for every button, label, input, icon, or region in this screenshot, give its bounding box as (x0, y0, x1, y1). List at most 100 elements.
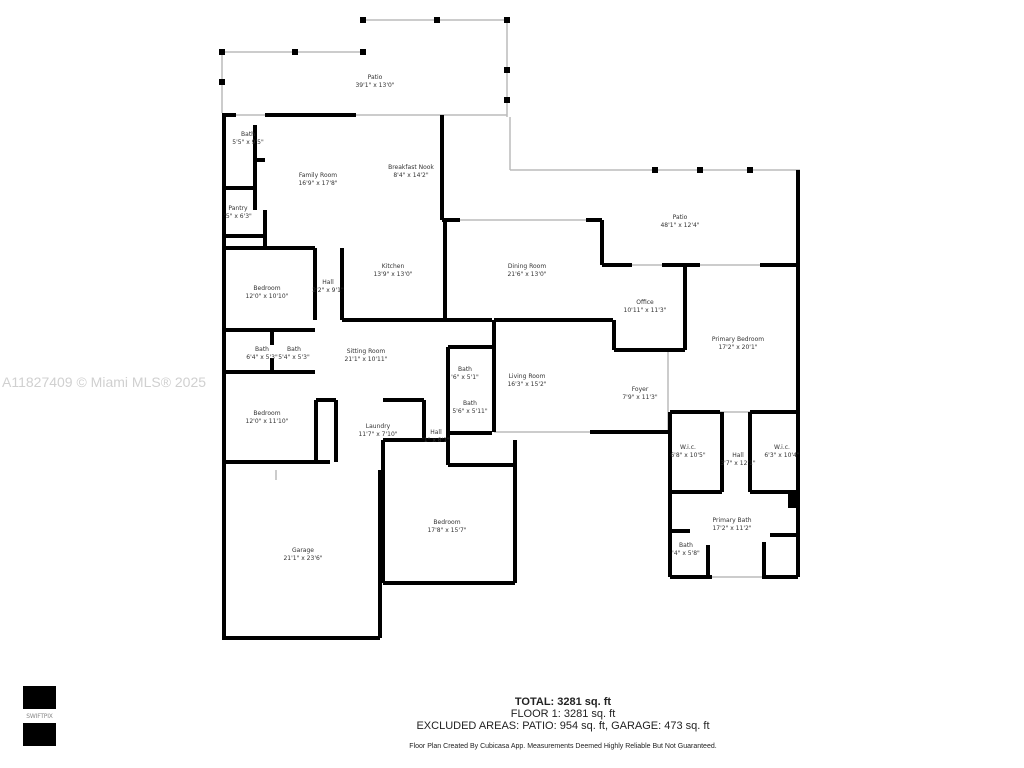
room-name: Patio (672, 214, 688, 221)
room-label: Hall'1" x 8'1" (422, 429, 450, 445)
room-dimensions: 12'0" x 11'10" (245, 418, 289, 425)
column (504, 67, 510, 73)
room-name: Bath (241, 131, 255, 138)
room-dimensions: 6'3" x 10'4" (764, 452, 800, 459)
room-dimensions: 11'7" x 7'10" (358, 431, 398, 438)
room-name: Sitting Room (346, 348, 386, 355)
shower-fixture (788, 494, 798, 508)
room-dimensions: 6'4" x 5'3" (246, 354, 278, 361)
room-label: Pantry'5" x 6'3" (224, 205, 252, 221)
room-dimensions: 8'4" x 14'2" (393, 172, 429, 179)
room-dimensions: 21'6" x 13'0" (507, 271, 547, 278)
column (434, 17, 440, 23)
column (292, 49, 298, 55)
column (652, 167, 658, 173)
room-name: W.i.c. (680, 444, 696, 451)
total-area: TOTAL: 3281 sq. ft (514, 696, 612, 708)
excluded-areas: EXCLUDED AREAS: PATIO: 954 sq. ft, GARAG… (416, 720, 710, 732)
room-name: Office (636, 299, 654, 306)
column (219, 49, 225, 55)
room-dimensions: 12'0" x 10'10" (245, 293, 289, 300)
room-name: Foyer (631, 386, 649, 393)
room-dimensions: 16'9" x 17'8" (298, 180, 338, 187)
logo-text: SWIFTPIX (26, 713, 53, 720)
room-name: Laundry (365, 423, 391, 430)
room-name: Primary Bedroom (711, 336, 765, 343)
room-dimensions: 5'4" x 5'3" (278, 354, 310, 361)
room-name: Breakfast Nook (388, 164, 434, 171)
room-name: W.i.c. (774, 444, 790, 451)
room-name: Kitchen (381, 263, 405, 270)
column (504, 97, 510, 103)
room-name: Garage (292, 547, 314, 554)
swiftpix-logo: SWIFTPIX (23, 686, 56, 746)
column (697, 167, 703, 173)
room-name: Bedroom (253, 285, 281, 292)
room-name: Dining Room (507, 263, 547, 270)
room-name: Bath (679, 542, 693, 549)
room-dimensions: '6" x 5'1" (451, 374, 479, 381)
room-name: Bath (463, 400, 477, 407)
room-name: Bedroom (433, 519, 461, 526)
room-label: Bath'6" x 5'1" (451, 366, 479, 382)
room-dimensions: 2'2" x 9'1" (312, 287, 344, 294)
room-dimensions: '4" x 5'8" (672, 550, 700, 557)
room-dimensions: 48'1" x 12'4" (660, 222, 700, 229)
room-dimensions: '5" x 6'3" (224, 213, 252, 220)
credit-note: Floor Plan Created By Cubicasa App. Meas… (409, 743, 717, 750)
room-name: Primary Bath (712, 517, 752, 524)
room-dimensions: 16'3" x 15'2" (507, 381, 547, 388)
room-dimensions: 5'6" x 5'11" (452, 408, 488, 415)
column (747, 167, 753, 173)
room-name: Hall (322, 279, 334, 286)
room-dimensions: 13'9" x 13'0" (373, 271, 413, 278)
room-name: Family Room (298, 172, 338, 179)
room-name: Bath (458, 366, 472, 373)
room-name: Living Room (508, 373, 546, 380)
room-dimensions: 6'8" x 10'5" (670, 452, 706, 459)
room-dimensions: 17'2" x 11'2" (712, 525, 752, 532)
room-name: Hall (732, 452, 744, 459)
room-name: Bedroom (253, 410, 281, 417)
column (504, 17, 510, 23)
room-name: Bath (255, 346, 269, 353)
room-dimensions: '1" x 8'1" (422, 437, 450, 444)
room-label: Bath'4" x 5'8" (672, 542, 700, 558)
room-name: Pantry (228, 205, 248, 212)
area-summary: TOTAL: 3281 sq. ft FLOOR 1: 3281 sq. ft … (300, 696, 826, 732)
column (219, 79, 225, 85)
room-dimensions: 17'8" x 15'7" (427, 527, 467, 534)
room-label: W.i.c.6'8" x 10'5" (670, 444, 705, 460)
room-dimensions: 21'1" x 23'6" (283, 555, 323, 562)
room-dimensions: 7'9" x 11'3" (622, 394, 658, 401)
room-name: Patio (367, 74, 383, 81)
room-dimensions: 39'1" x 13'0" (355, 82, 395, 89)
column (360, 17, 366, 23)
column (360, 49, 366, 55)
floor-1-area: FLOOR 1: 3281 sq. ft (510, 708, 616, 720)
room-name: Bath (287, 346, 301, 353)
